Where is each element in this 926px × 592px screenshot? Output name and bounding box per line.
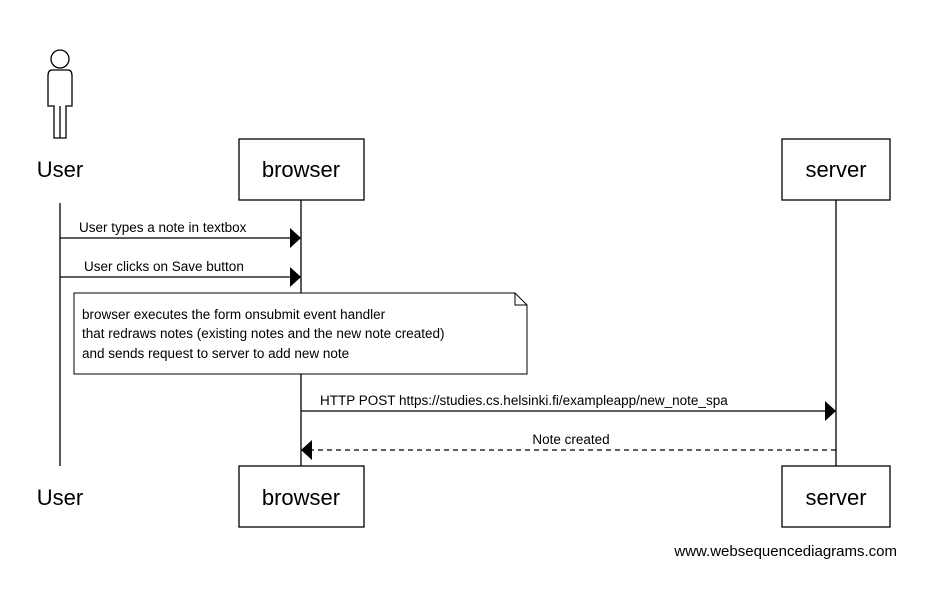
note-line-3: and sends request to server to add new n… bbox=[82, 346, 349, 361]
browser-label-bottom: browser bbox=[262, 485, 340, 510]
note-box bbox=[73, 292, 528, 375]
browser-label-top: browser bbox=[262, 157, 340, 182]
message-3-label: HTTP POST https://studies.cs.helsinki.fi… bbox=[320, 393, 728, 408]
note-fold bbox=[514, 293, 527, 306]
server-label-top: server bbox=[805, 157, 866, 182]
message-2-arrowhead bbox=[290, 267, 301, 287]
server-label-bottom: server bbox=[805, 485, 866, 510]
message-2-label: User clicks on Save button bbox=[84, 259, 244, 274]
user-label-bottom: User bbox=[37, 485, 83, 510]
server-box-bottom bbox=[781, 465, 891, 528]
message-3-arrowhead bbox=[825, 401, 836, 421]
note-line-1: browser executes the form onsubmit event… bbox=[82, 307, 386, 322]
user-actor-icon bbox=[47, 49, 73, 139]
message-1-arrowhead bbox=[290, 228, 301, 248]
message-4-arrowhead bbox=[301, 440, 312, 460]
browser-box-top bbox=[238, 138, 365, 201]
message-1-label: User types a note in textbox bbox=[79, 220, 247, 235]
user-label-top: User bbox=[37, 157, 83, 182]
note-line-2: that redraws notes (existing notes and t… bbox=[82, 326, 444, 341]
message-4-label: Note created bbox=[532, 432, 609, 447]
browser-box-bottom bbox=[238, 465, 365, 528]
server-box-top bbox=[781, 138, 891, 201]
credit-text: www.websequencediagrams.com bbox=[673, 543, 897, 560]
